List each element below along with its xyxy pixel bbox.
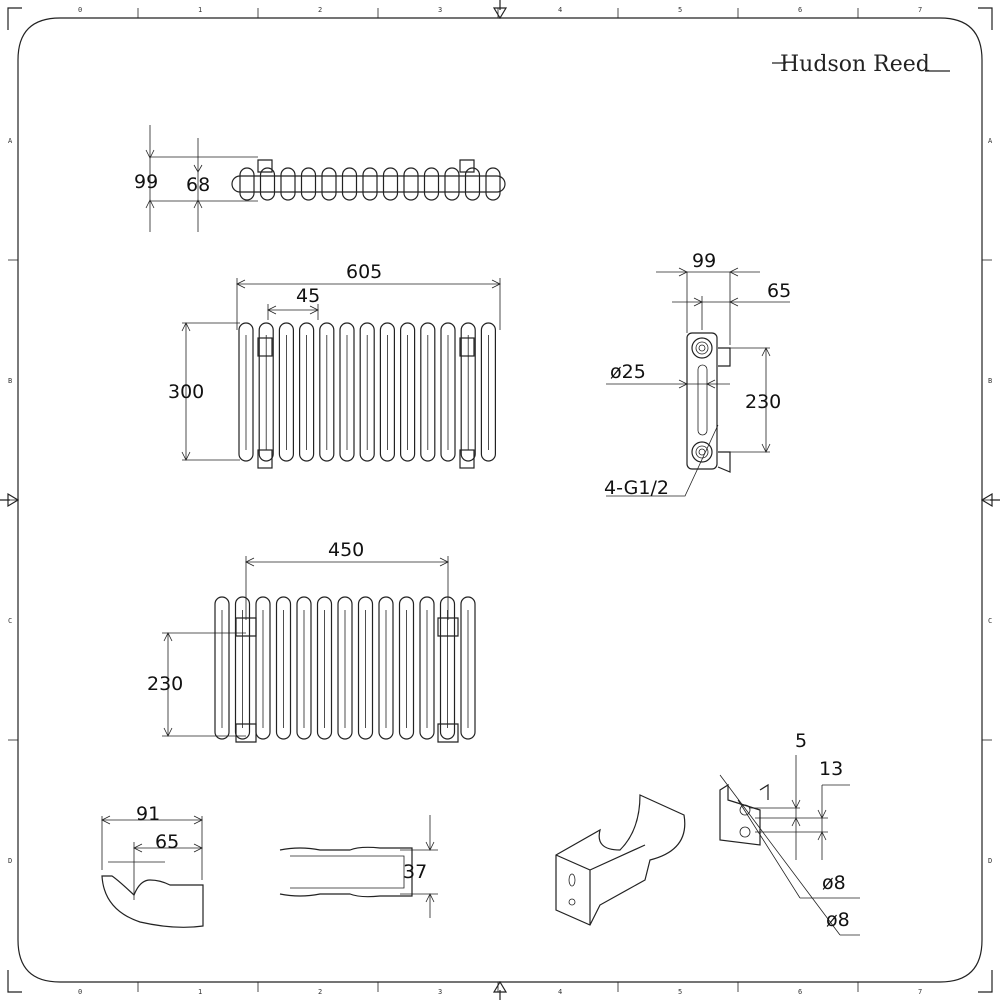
front-height-label: 300 bbox=[168, 381, 204, 403]
top-column bbox=[300, 167, 317, 201]
rear-column bbox=[337, 596, 353, 740]
front-column bbox=[278, 322, 294, 462]
ruler-row-label: D bbox=[988, 857, 992, 865]
rear-column bbox=[296, 596, 312, 740]
top-column bbox=[259, 167, 276, 201]
top-column bbox=[362, 167, 378, 201]
ruler-column-label: 6 bbox=[798, 988, 802, 996]
front-bracket bbox=[459, 337, 475, 357]
side-offset-label: 65 bbox=[767, 280, 791, 302]
side-diameter-label: ø25 bbox=[610, 361, 646, 383]
ruler-row-label: B bbox=[8, 377, 12, 385]
ruler-row-label: C bbox=[988, 617, 992, 625]
top-view: 99 68 bbox=[134, 125, 506, 232]
ruler-column-label: 6 bbox=[798, 6, 802, 14]
ruler-row-label: A bbox=[8, 137, 13, 145]
top-column bbox=[423, 167, 440, 201]
ruler-column-label: 4 bbox=[558, 988, 562, 996]
front-column bbox=[299, 322, 315, 462]
rear-column bbox=[378, 596, 394, 740]
front-pitch-label: 45 bbox=[296, 285, 320, 307]
front-column bbox=[420, 322, 436, 462]
top-column bbox=[321, 167, 337, 201]
top-column-depth-label: 68 bbox=[186, 174, 210, 196]
ruler-column-label: 3 bbox=[438, 988, 442, 996]
detail-thickness-label: 5 bbox=[795, 730, 807, 752]
rear-column bbox=[419, 596, 435, 740]
rear-column bbox=[214, 596, 230, 740]
top-column bbox=[464, 167, 481, 201]
bracket-width-label: 91 bbox=[136, 803, 160, 825]
ruler-column-label: 4 bbox=[558, 6, 562, 14]
ruler-column-label: 1 bbox=[198, 988, 202, 996]
top-column bbox=[485, 167, 501, 201]
ruler-column-label: 3 bbox=[438, 6, 442, 14]
front-column bbox=[440, 322, 456, 462]
top-header-pipe bbox=[231, 175, 506, 193]
bracket-isometric-view bbox=[555, 794, 686, 926]
front-column bbox=[400, 322, 416, 462]
bracket-offset-label: 65 bbox=[155, 831, 179, 853]
ruler-row-label: D bbox=[8, 857, 12, 865]
brand-logo-underline bbox=[772, 62, 950, 72]
detail-hole2-label: ø8 bbox=[826, 909, 850, 931]
ruler-column-label: 7 bbox=[918, 6, 922, 14]
ruler-column-label: 2 bbox=[318, 6, 322, 14]
front-column bbox=[480, 322, 496, 462]
bracket-height-label: 37 bbox=[403, 861, 427, 883]
front-column bbox=[460, 322, 476, 462]
ruler-column-label: 2 bbox=[318, 988, 322, 996]
rear-column bbox=[439, 596, 456, 740]
bracket-detail-view: 5 13 ø8 ø8 bbox=[719, 730, 860, 936]
front-column bbox=[339, 322, 355, 462]
rear-column bbox=[316, 596, 333, 740]
ruler-column-label: 5 bbox=[678, 988, 682, 996]
rear-column bbox=[460, 596, 476, 740]
detail-spacing-label: 13 bbox=[819, 758, 843, 780]
ruler-column-label: 0 bbox=[78, 988, 82, 996]
top-column bbox=[280, 167, 296, 201]
front-view: 605 45 300 bbox=[168, 261, 501, 469]
top-column bbox=[403, 167, 419, 201]
top-column bbox=[341, 167, 358, 201]
ruler-row-label: B bbox=[988, 377, 992, 385]
rear-column bbox=[255, 596, 271, 740]
front-column bbox=[238, 322, 254, 462]
ruler-row-label: C bbox=[8, 617, 12, 625]
bracket-side-view: 91 65 bbox=[101, 803, 204, 928]
top-column bbox=[239, 167, 255, 201]
front-bracket bbox=[257, 449, 273, 469]
front-column bbox=[379, 322, 395, 462]
rear-column bbox=[357, 596, 374, 740]
side-view: 99 65 ø25 230 4-G1/2 bbox=[604, 250, 791, 499]
side-connections-label: 4-G1/2 bbox=[604, 477, 669, 499]
front-column bbox=[258, 322, 274, 462]
ruler-row-label: A bbox=[988, 137, 993, 145]
front-column bbox=[319, 322, 335, 462]
front-bracket bbox=[257, 337, 273, 357]
top-column bbox=[444, 167, 460, 201]
side-centers-label: 230 bbox=[745, 391, 781, 413]
front-width-label: 605 bbox=[346, 261, 382, 283]
top-depth-label: 99 bbox=[134, 171, 158, 193]
top-column bbox=[382, 167, 399, 201]
rear-bracket-height-label: 230 bbox=[147, 673, 183, 695]
rear-column bbox=[234, 596, 251, 740]
rear-bracket-spacing-label: 450 bbox=[328, 539, 364, 561]
rear-column bbox=[275, 596, 292, 740]
side-depth-label: 99 bbox=[692, 250, 716, 272]
ruler-column-label: 0 bbox=[78, 6, 82, 14]
ruler-column-label: 5 bbox=[678, 6, 682, 14]
bracket-top-view: 37 bbox=[279, 815, 438, 918]
detail-hole1-label: ø8 bbox=[822, 872, 846, 894]
front-column bbox=[359, 322, 375, 462]
rear-view: 450 230 bbox=[147, 539, 476, 743]
rear-column bbox=[398, 596, 415, 740]
ruler-column-label: 1 bbox=[198, 6, 202, 14]
front-bracket bbox=[459, 449, 475, 469]
brand-logo: Hudson Reed bbox=[780, 52, 930, 77]
ruler-column-label: 7 bbox=[918, 988, 922, 996]
